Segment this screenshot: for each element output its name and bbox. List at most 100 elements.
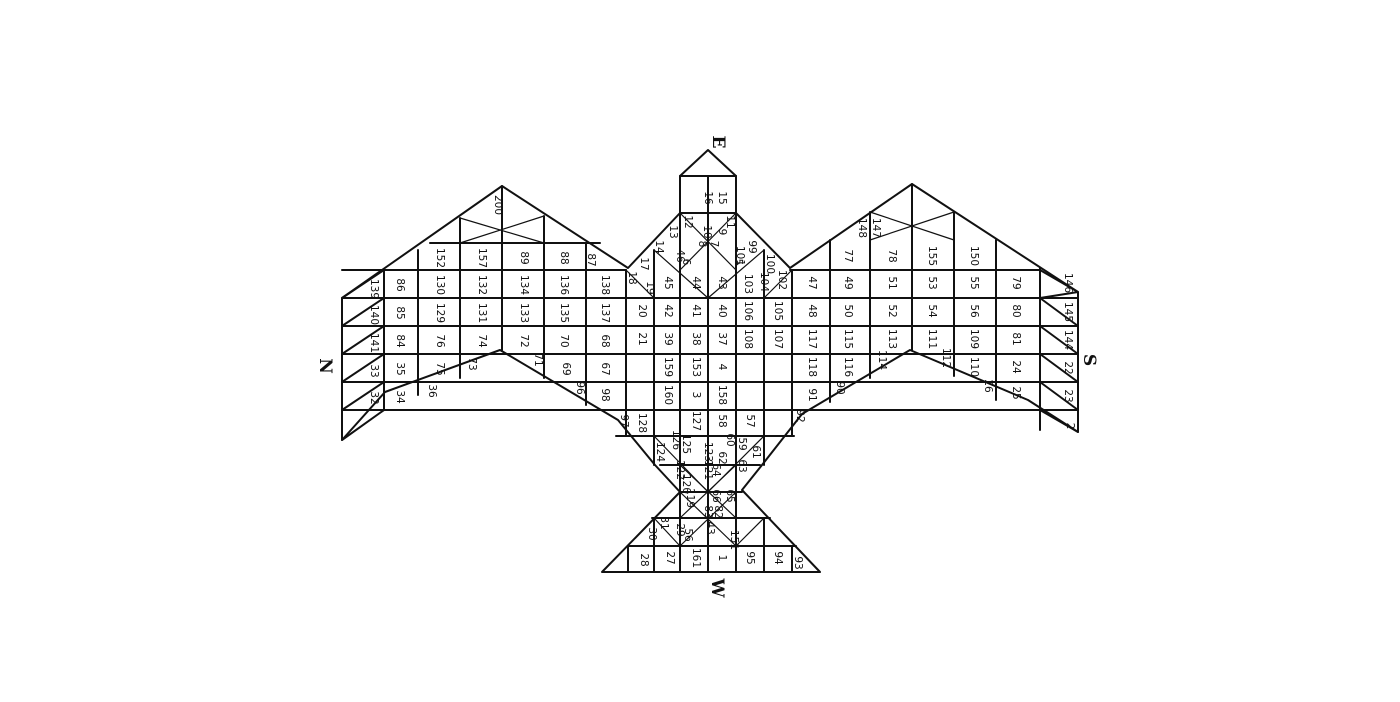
cell-number: 37: [716, 332, 728, 345]
cell-number: 94: [772, 551, 784, 565]
cell-number: 20: [636, 304, 648, 317]
cell-number: 43: [704, 521, 716, 534]
cell-number: 4: [716, 364, 728, 371]
cell-number: 119: [684, 488, 696, 508]
cell-number: 126: [670, 430, 682, 450]
cell-number: 78: [886, 249, 898, 262]
cell-number: 8: [696, 241, 708, 248]
cell-number: 33: [368, 364, 380, 377]
cell-number: 47: [806, 276, 818, 289]
cell-number: 159: [662, 357, 674, 377]
cell-number: 43: [716, 276, 728, 289]
cell-number: 116: [842, 357, 854, 377]
cell-number: 103: [742, 274, 754, 294]
cell-number: 73: [466, 357, 478, 370]
cell-number: 146: [1062, 273, 1074, 293]
cell-number: 60: [724, 433, 736, 446]
cell-number: 132: [476, 275, 488, 295]
cell-number: 57: [744, 414, 756, 427]
cell-number: 133: [518, 303, 530, 323]
cell-number: 5: [732, 259, 744, 266]
cell-number: 51: [886, 276, 898, 289]
cell-number: 139: [368, 279, 380, 299]
cell-number: 7: [708, 241, 720, 248]
cell-number: 112: [940, 348, 952, 368]
cell-number: 13: [667, 225, 679, 238]
cell-number: 69: [560, 362, 572, 375]
outline: [341, 149, 1079, 573]
cell-number: 28: [638, 553, 650, 566]
cell-number: 150: [968, 246, 980, 266]
cell-number: 40: [716, 304, 728, 317]
cell-number: 41: [690, 304, 702, 317]
cell-number: 89: [518, 251, 530, 264]
cell-number: 160: [662, 385, 674, 405]
cell-number: 39: [662, 332, 674, 345]
cell-number: 65: [724, 489, 736, 502]
cell-number: 200: [492, 195, 504, 215]
cell-number: 25: [1010, 386, 1022, 399]
cell-number: 111: [926, 329, 938, 349]
cell-number: 108: [742, 329, 754, 349]
cell-number: 53: [926, 276, 938, 289]
cell-number: 96: [574, 381, 586, 395]
cell-number: 134: [518, 275, 530, 295]
cell-number: 24: [1010, 360, 1022, 374]
cell-number: 106: [742, 301, 754, 321]
cell-number: 68: [599, 334, 611, 347]
cell-number: 82: [712, 505, 724, 518]
cell-number: 71: [532, 353, 544, 366]
cell-number: 93: [792, 556, 804, 569]
cell-number: 12: [682, 215, 694, 228]
cell-number: 19: [644, 281, 656, 294]
cell-number: 158: [716, 385, 728, 405]
cell-number: 151: [728, 530, 740, 550]
cell-number: 61: [750, 445, 762, 458]
cell-number: 54: [926, 304, 938, 318]
cell-number: 152: [434, 248, 446, 268]
compass-south-label: S: [1079, 354, 1099, 366]
cell-number: 21: [636, 332, 648, 345]
cell-number: 141: [368, 333, 380, 353]
cell-number: 48: [806, 304, 818, 317]
cell-number: 114: [876, 350, 888, 370]
cell-number: 58: [716, 414, 728, 427]
cell-number: 42: [662, 304, 674, 317]
cell-number: 102: [776, 270, 788, 290]
cell-number: 118: [806, 357, 818, 377]
cell-number: 38: [690, 332, 702, 345]
cell-number: 50: [842, 304, 854, 317]
cell-number: 14: [653, 240, 665, 254]
cell-number: 3: [690, 392, 702, 399]
cell-number: 125: [680, 434, 692, 454]
cell-number: 136: [558, 275, 570, 295]
cell-number: 138: [599, 275, 611, 295]
cell-number: 67: [599, 362, 611, 375]
cell-number: 100: [764, 254, 776, 274]
cell-number: 121: [702, 460, 714, 480]
cell-number: 86: [394, 278, 406, 292]
cell-number: 88: [558, 251, 570, 264]
cell-number: 147: [870, 218, 882, 238]
compass-west-label: W: [707, 577, 727, 598]
cell-number: 84: [394, 334, 406, 348]
cell-number: 109: [968, 329, 980, 349]
cell-number: 110: [968, 357, 980, 377]
cell-number: 76: [434, 334, 446, 348]
cell-number: 83: [702, 505, 714, 518]
cell-number: 59: [736, 437, 748, 450]
cell-number: 16: [702, 191, 714, 205]
cell-number: 148: [856, 218, 868, 238]
cell-number: 49: [842, 276, 854, 289]
cell-number: 130: [434, 275, 446, 295]
cell-number: 81: [1010, 332, 1022, 345]
cell-number: 144: [1062, 330, 1074, 350]
cell-number: 27: [664, 551, 676, 564]
cell-number: 10: [701, 225, 713, 238]
cell-number: 35: [394, 362, 406, 375]
cell-number: 34: [394, 390, 406, 404]
cell-number: 62: [716, 451, 728, 464]
cell-number: 155: [926, 246, 938, 266]
